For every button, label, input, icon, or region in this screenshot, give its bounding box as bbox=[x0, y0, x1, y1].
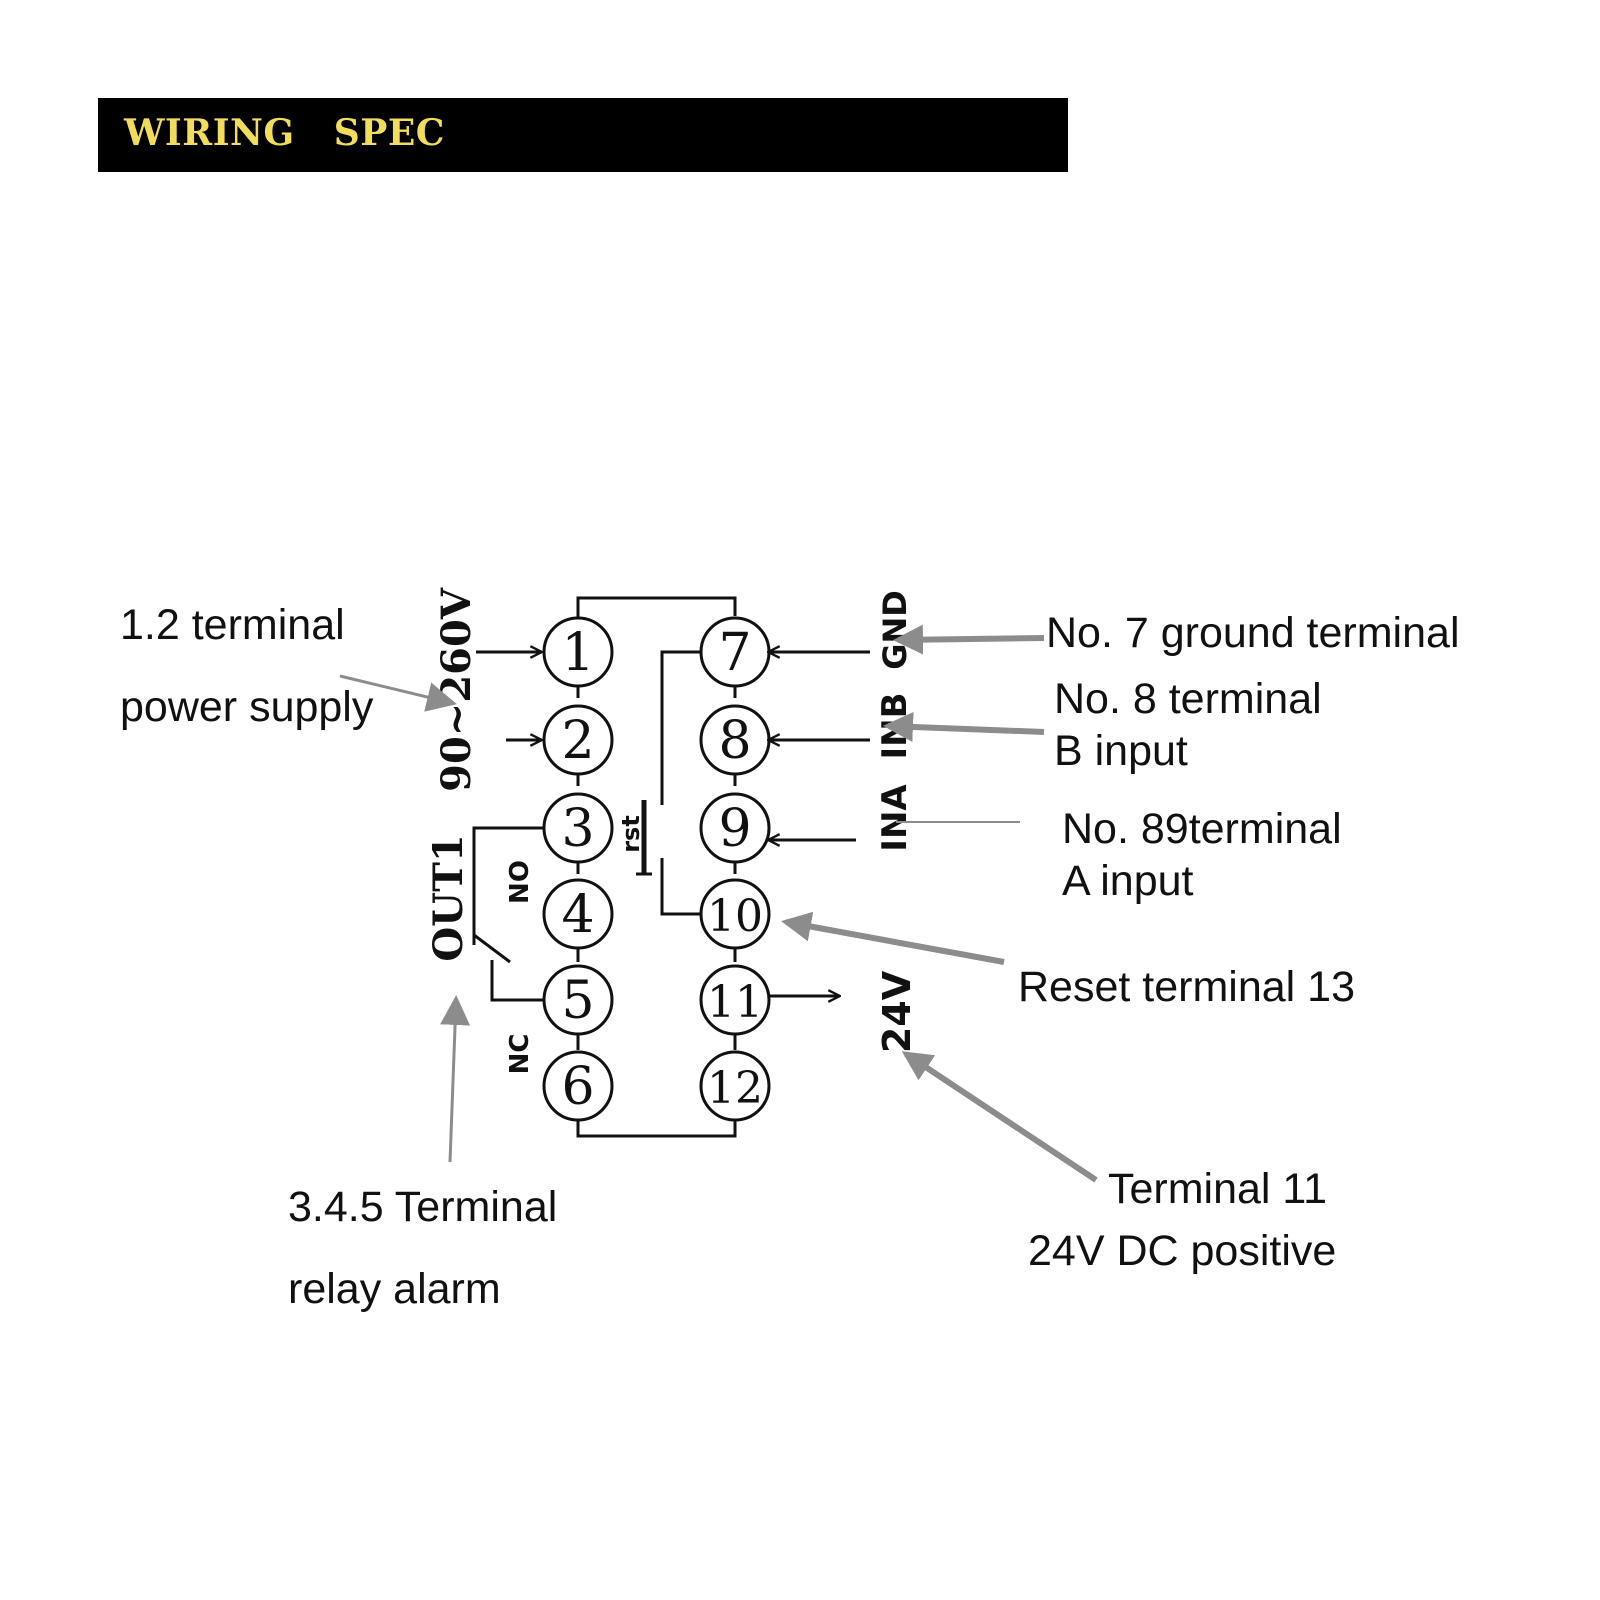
terminal-7: 7 bbox=[699, 616, 771, 688]
t11-callout-line2: 24V DC positive bbox=[1028, 1227, 1337, 1275]
terminal-6: 6 bbox=[542, 1050, 614, 1122]
out1-label: OUT1 bbox=[425, 834, 472, 961]
terminal-3-number: 3 bbox=[561, 799, 594, 859]
b-input-callout-line2: B input bbox=[1054, 727, 1188, 775]
terminal-10: 10 bbox=[699, 878, 771, 950]
terminal-11: 11 bbox=[699, 964, 771, 1036]
relay-callout-line1: 3.4.5 Terminal bbox=[288, 1183, 558, 1231]
callout-arrows bbox=[339, 624, 1098, 1183]
left-terminals: 1 2 3 4 5 6 bbox=[542, 616, 614, 1122]
terminal-8: 8 bbox=[699, 704, 771, 776]
terminal-12: 12 bbox=[699, 1050, 771, 1122]
reset-wiring bbox=[636, 650, 701, 916]
terminal-1: 1 bbox=[542, 616, 614, 688]
terminal-6-number: 6 bbox=[561, 1057, 594, 1117]
header-bar: WIRING SPEC bbox=[98, 98, 1068, 172]
power-callout-line1: 1.2 terminal bbox=[120, 601, 345, 649]
right-terminals: 7 8 9 10 11 12 bbox=[699, 616, 771, 1122]
ground-callout: No. 7 ground terminal bbox=[1046, 609, 1460, 657]
terminal-3: 3 bbox=[542, 792, 614, 864]
terminal-8-number: 8 bbox=[718, 711, 751, 771]
terminal-5: 5 bbox=[542, 964, 614, 1036]
reset-line-lower bbox=[660, 858, 701, 916]
supply-voltage-label: 90~260V bbox=[433, 587, 480, 792]
reset-callout: Reset terminal 13 bbox=[1018, 963, 1355, 1011]
power-callout-arrow bbox=[339, 674, 457, 712]
relay-callout-arrow bbox=[440, 995, 471, 1163]
rst-label: rst bbox=[617, 815, 645, 853]
terminal-5-number: 5 bbox=[561, 971, 594, 1031]
terminal-12-number: 12 bbox=[707, 1063, 763, 1114]
power-callout-line2: power supply bbox=[120, 683, 374, 731]
b-input-callout-arrow bbox=[883, 711, 1045, 742]
relay-switch-blade bbox=[473, 933, 511, 964]
reset-line bbox=[660, 650, 701, 805]
relay-common-line bbox=[472, 826, 544, 945]
terminal-7-number: 7 bbox=[718, 623, 751, 683]
power-input-arrows bbox=[476, 652, 542, 740]
a-input-callout-line1: No. 89terminal bbox=[1062, 805, 1342, 853]
ground-callout-arrow bbox=[893, 624, 1045, 655]
terminal-11-number: 11 bbox=[707, 977, 763, 1028]
input-arrows bbox=[768, 652, 870, 996]
no-label: NO bbox=[505, 860, 535, 904]
b-input-callout-line1: No. 8 terminal bbox=[1054, 675, 1322, 723]
terminal-9: 9 bbox=[699, 792, 771, 864]
terminal-10-number: 10 bbox=[707, 891, 763, 942]
terminal-frame bbox=[576, 596, 737, 1138]
a-input-callout-line2: A input bbox=[1062, 857, 1194, 905]
t11-callout-line1: Terminal 11 bbox=[1108, 1165, 1328, 1213]
terminal-2-number: 2 bbox=[561, 711, 594, 771]
relay-wiring bbox=[472, 826, 544, 1002]
terminal-4-number: 4 bbox=[561, 885, 594, 945]
ina-label: INA bbox=[875, 784, 915, 852]
frame-bottom bbox=[576, 1118, 737, 1138]
terminal-4: 4 bbox=[542, 878, 614, 950]
terminal-1-number: 1 bbox=[561, 623, 594, 683]
t11-callout-arrow bbox=[901, 1051, 1098, 1183]
reset-callout-arrow bbox=[781, 911, 1005, 965]
nc-label: NC bbox=[505, 1034, 535, 1075]
header-title: WIRING SPEC bbox=[124, 112, 445, 154]
relay-callout-line2: relay alarm bbox=[288, 1265, 501, 1313]
v24-label: 24V bbox=[875, 970, 919, 1053]
terminal-2: 2 bbox=[542, 704, 614, 776]
relay-nc-line bbox=[490, 960, 544, 1002]
terminal-9-number: 9 bbox=[718, 799, 751, 859]
gnd-label: GND bbox=[876, 590, 914, 670]
